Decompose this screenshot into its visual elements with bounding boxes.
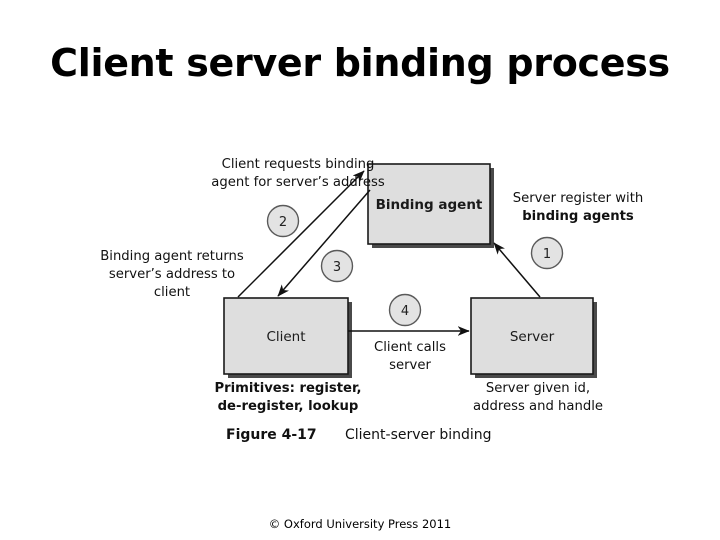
step-marker-1[interactable]: 1	[530, 236, 564, 270]
server-box[interactable]	[470, 297, 594, 375]
figure-diagram: Binding agent Client Server 2 3	[70, 140, 670, 460]
annotation-client-requests: Client requests binding agent for server…	[211, 157, 385, 190]
arrow-step-2-client-to-binding-agent	[237, 170, 365, 298]
figure-caption: Figure 4-17 Client-server binding	[226, 427, 492, 443]
annotation-primitives: Primitives: register, de-register, looku…	[214, 381, 361, 414]
annotation-primitives-line-2: de-register, lookup	[218, 399, 359, 414]
page-title: Client server binding process	[50, 41, 670, 85]
figure-caption-label: Figure 4-17	[226, 427, 317, 443]
annotation-client-requests-line-1: Client requests binding	[222, 157, 375, 172]
binding-agent-label: Binding agent	[376, 197, 483, 213]
annotation-binding-agent-returns-line-2: server’s address to	[109, 267, 235, 282]
binding-agent-box[interactable]	[367, 163, 491, 245]
figure-caption-text: Client-server binding	[345, 427, 492, 443]
step-marker-3-number: 3	[333, 260, 341, 275]
annotation-client-calls-server-line-2: server	[389, 358, 431, 373]
annotation-server-given-line-1: Server given id,	[486, 381, 590, 396]
annotation-binding-agent-returns: Binding agent returns server’s address t…	[100, 249, 244, 300]
annotation-binding-agent-returns-line-3: client	[154, 285, 190, 300]
annotation-client-calls-server: Client calls server	[374, 340, 446, 373]
annotation-binding-agent-returns-line-1: Binding agent returns	[100, 249, 244, 264]
annotation-server-given: Server given id, address and handle	[473, 381, 603, 414]
step-marker-4-number: 4	[401, 304, 409, 319]
annotation-server-register-line-1: Server register with	[513, 191, 643, 206]
step-marker-2-number: 2	[279, 215, 287, 230]
annotation-primitives-line-1: Primitives: register,	[214, 381, 361, 396]
copyright-footer: © Oxford University Press 2011	[268, 517, 452, 531]
client-box[interactable]	[223, 297, 349, 375]
annotation-client-calls-server-line-1: Client calls	[374, 340, 446, 355]
step-marker-3[interactable]: 3	[320, 249, 354, 283]
annotation-server-given-line-2: address and handle	[473, 399, 603, 414]
step-marker-1-number: 1	[543, 247, 551, 262]
annotation-server-register-line-2: binding agents	[522, 209, 634, 224]
arrow-step-3-binding-agent-to-client	[277, 189, 371, 297]
arrow-step-1-server-to-binding-agent	[493, 242, 541, 298]
client-label: Client	[266, 329, 305, 345]
annotation-server-register: Server register with binding agents	[513, 191, 643, 224]
server-label: Server	[510, 329, 555, 345]
client-server-binding-diagram: Binding agent Client Server 2 3	[100, 157, 643, 443]
step-marker-2[interactable]: 2	[266, 204, 300, 238]
annotation-client-requests-line-2: agent for server’s address	[211, 175, 385, 190]
step-marker-4[interactable]: 4	[388, 293, 422, 327]
